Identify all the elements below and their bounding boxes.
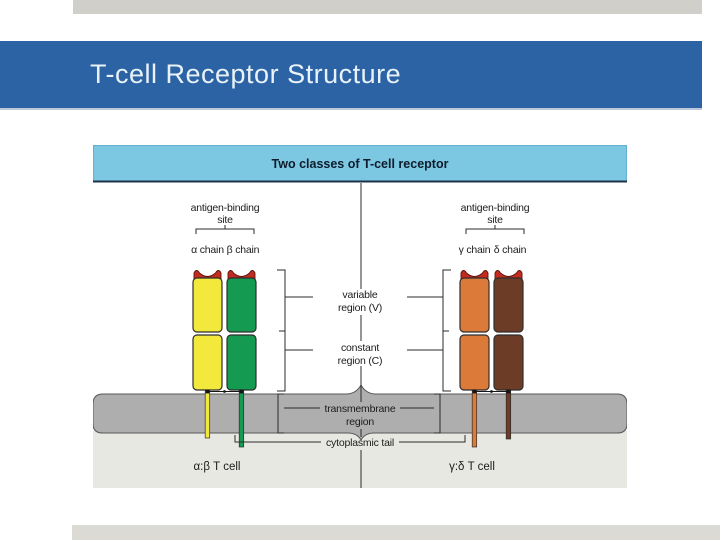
constant-region-label-line1: constant (341, 342, 379, 354)
gamma-chain-variable-domain (459, 277, 490, 333)
beta-chain-constant-domain (226, 334, 257, 391)
right-binding-site-label-line2: site (487, 214, 503, 226)
page-title: T-cell Receptor Structure (90, 59, 402, 89)
beta-chain-variable-domain (226, 277, 257, 333)
cytoplasmic-tail-bracket (234, 435, 466, 443)
left-vc-bracket (277, 269, 286, 392)
delta-chain-constant-domain (493, 334, 524, 391)
slide-title-band: T-cell Receptor Structure (0, 41, 702, 110)
gamma-chain-constant-domain (459, 334, 490, 391)
right-disulfide-bond (472, 389, 511, 394)
bottom-accent-bar (72, 525, 720, 540)
right-binding-site-label-line1: antigen-binding (461, 202, 530, 214)
left-binding-site-label-line1: antigen-binding (191, 202, 260, 214)
membrane-band (92, 383, 628, 442)
delta-chain-variable-domain (493, 277, 524, 333)
left-binding-site-label-line2: site (217, 214, 233, 226)
gamma-chain-tail (471, 389, 478, 448)
tcr-diagram-panel: Two classes of T-cell receptor antigen-b… (92, 144, 628, 488)
transmembrane-label-line1: transmembrane (325, 403, 396, 415)
alpha-beta-tcell-label: α:β T cell (194, 461, 241, 473)
beta-chain-label: β chain (227, 244, 260, 256)
delta-chain-label: δ chain (494, 244, 527, 256)
delta-chain-tail (505, 389, 512, 440)
constant-region-label-line2: region (C) (338, 355, 383, 367)
gamma-chain-label: γ chain (459, 244, 491, 256)
alpha-chain-constant-domain (192, 334, 223, 391)
alpha-chain-label: α chain (191, 244, 224, 256)
beta-chain-tail (238, 389, 245, 448)
variable-region-label-line1: variable (342, 289, 378, 301)
right-vc-bracket (442, 269, 451, 392)
diagram-title: Two classes of T-cell receptor (272, 157, 449, 171)
tcr-diagram: Two classes of T-cell receptor antigen-b… (92, 144, 628, 488)
diagram-header-strip (92, 144, 628, 182)
left-transmembrane-bracket (277, 393, 284, 434)
left-disulfide-bond (205, 389, 244, 394)
variable-region-label-line2: region (V) (338, 302, 382, 314)
gamma-delta-tcell-label: γ:δ T cell (449, 461, 495, 473)
top-accent-bar (73, 0, 702, 14)
cytoplasmic-tail-label: cytoplasmic tail (326, 437, 394, 449)
left-binding-site-bracket (195, 225, 255, 234)
alpha-chain-variable-domain (192, 277, 223, 333)
right-binding-site-bracket (465, 225, 525, 234)
alpha-chain-tail (204, 389, 211, 439)
transmembrane-label-line2: region (346, 416, 374, 428)
cytoplasm-area (93, 431, 627, 488)
right-transmembrane-bracket (434, 393, 441, 434)
